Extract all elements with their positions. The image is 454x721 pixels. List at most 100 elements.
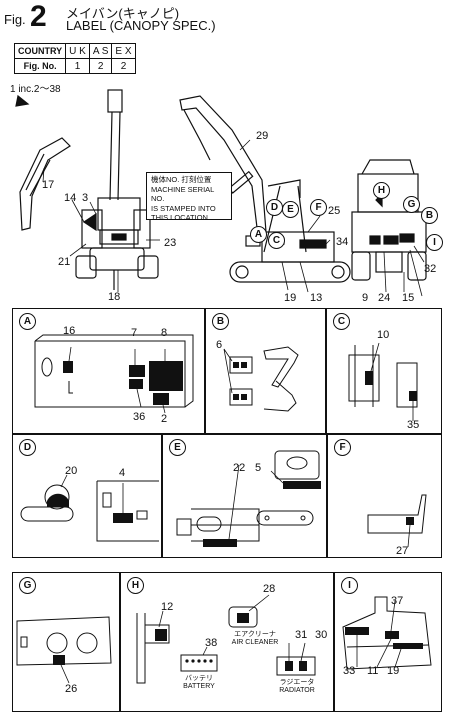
battery-jp: バッテリ (185, 675, 213, 682)
letter-a: A (250, 226, 267, 243)
letter-d: D (266, 199, 283, 216)
panel-c-35: 35 (407, 419, 420, 431)
panel-e-22: 22 (233, 462, 246, 474)
panel-a: A 16 7 8 36 2 (12, 308, 205, 434)
panel-h-31: 31 (295, 629, 308, 641)
fig-no-uk: 1 (65, 58, 90, 74)
arm-part-drawing (19, 137, 71, 231)
panel-a-drawing (34, 334, 194, 414)
panel-c-drawing (348, 342, 418, 421)
panel-c-10: 10 (377, 329, 390, 341)
panel-d-letter: D (19, 439, 36, 456)
callout-32: 32 (424, 263, 437, 275)
serial-note-line1: MACHINE SERIAL NO. (151, 184, 215, 204)
panel-i-11: 11 (367, 665, 379, 677)
letter-f: F (310, 199, 327, 216)
callout-14: 14 (64, 192, 77, 204)
callout-15: 15 (402, 292, 415, 304)
panel-h-drawing (136, 594, 316, 684)
panel-a-36: 36 (133, 411, 146, 423)
panel-e-drawing (176, 450, 321, 547)
bucket-drawing (107, 89, 123, 113)
panel-e: E 22 5 (162, 434, 327, 558)
panel-a-letter: A (19, 313, 36, 330)
panel-e-letter: E (169, 439, 186, 456)
panel-h-38: 38 (205, 637, 218, 649)
panel-e-5: 5 (255, 462, 262, 474)
panel-f-letter: F (334, 439, 351, 456)
panel-a-2: 2 (161, 413, 168, 425)
callout-18: 18 (108, 291, 121, 303)
panel-g-26: 26 (65, 683, 78, 695)
letter-b: B (421, 207, 438, 224)
callout-25: 25 (328, 205, 341, 217)
panel-f-27: 27 (396, 545, 409, 557)
panel-h-28: 28 (263, 583, 276, 595)
air-cleaner-jp: エアクリーナ (234, 631, 276, 638)
callout-19: 19 (284, 292, 297, 304)
callout-29: 29 (256, 130, 269, 142)
panel-c: C 10 35 (326, 308, 442, 434)
fig-no-header: Fig. No. (13, 58, 67, 74)
panel-d-drawing (20, 474, 159, 542)
panel-a-8: 8 (161, 327, 168, 339)
panel-i-33: 33 (343, 665, 356, 677)
air-cleaner-en: AIR CLEANER (231, 639, 279, 646)
panel-b: B 6 (205, 308, 326, 434)
callout-9: 9 (362, 292, 369, 304)
panel-i-letter: I (341, 577, 358, 594)
radiator-en: RADIATOR (279, 687, 315, 694)
panel-h-30: 30 (315, 629, 328, 641)
panel-f-drawing (367, 494, 427, 548)
callout-13: 13 (310, 292, 323, 304)
letter-h: H (373, 182, 390, 199)
radiator-label: ラジエータ RADIATOR (271, 679, 323, 695)
callout-23: 23 (164, 237, 177, 249)
panel-g-drawing (16, 616, 112, 684)
country-table: COUNTRY U K A S E X Fig. No. 1 2 2 (13, 43, 136, 74)
title-japanese: メイバン(キャノピ) (66, 6, 180, 21)
title-english: LABEL (CANOPY SPEC.) (66, 18, 216, 33)
letter-e: E (282, 201, 299, 218)
panel-a-16: 16 (63, 325, 76, 337)
panel-f: F 27 (327, 434, 442, 558)
serial-note-jp: 機体NO. 打刻位置 (151, 175, 212, 184)
panel-d-4: 4 (119, 467, 126, 479)
serial-note-line2: IS STAMPED INTO (151, 203, 216, 213)
letter-i: I (426, 234, 443, 251)
panel-i-drawing (342, 596, 432, 670)
panel-i: I 37 33 11 19 (334, 572, 442, 712)
panel-d: D 20 4 (12, 434, 162, 558)
figure-number: 2 (30, 0, 47, 33)
panel-d-20: 20 (65, 465, 78, 477)
air-cleaner-label: エアクリーナ AIR CLEANER (225, 631, 285, 647)
fig-no-ex: 2 (111, 58, 136, 74)
letter-g: G (403, 196, 420, 213)
serial-number-note: 機体NO. 打刻位置 MACHINE SERIAL NO. IS STAMPED… (146, 172, 232, 222)
radiator-jp: ラジエータ (279, 679, 315, 686)
panel-c-letter: C (333, 313, 350, 330)
callout-34: 34 (336, 236, 349, 248)
panel-b-6: 6 (216, 339, 223, 351)
battery-en: BATTERY (183, 683, 215, 690)
panel-g: G 26 (12, 572, 120, 712)
arrow-icon (15, 94, 30, 107)
letter-c: C (268, 232, 285, 249)
panel-i-19: 19 (387, 665, 400, 677)
panel-b-letter: B (212, 313, 229, 330)
serial-note-line3: THIS LOCATION (151, 213, 208, 222)
callout-21: 21 (58, 256, 71, 268)
panel-h: H 12 28 38 31 30 エアクリーナ AIR CLEANER バッテリ… (120, 572, 334, 712)
callout-24: 24 (378, 292, 391, 304)
panel-b-drawing (223, 346, 299, 412)
battery-label: バッテリ BATTERY (177, 675, 221, 691)
callout-3: 3 (82, 192, 89, 204)
panel-g-letter: G (19, 577, 36, 594)
figure-prefix: Fig. (4, 12, 26, 27)
include-note: 1 inc.2～38 (10, 84, 61, 95)
panel-h-letter: H (127, 577, 144, 594)
panel-h-12: 12 (161, 601, 174, 613)
panel-a-7: 7 (131, 327, 138, 339)
panel-i-37: 37 (391, 595, 404, 607)
callout-17: 17 (42, 179, 55, 191)
